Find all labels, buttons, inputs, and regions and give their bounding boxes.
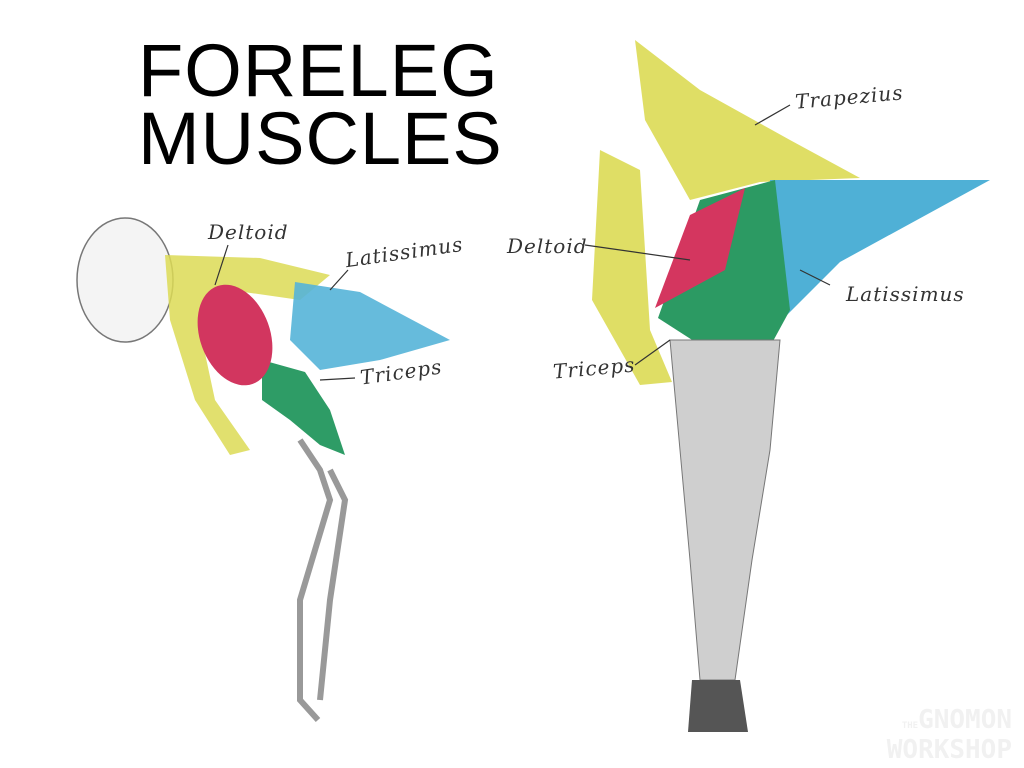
- title-line-1: FORELEG: [138, 29, 499, 112]
- human-deltoid-label: Deltoid: [208, 220, 289, 244]
- human-latissimus: [290, 282, 450, 370]
- human-leader-lines: [214, 244, 356, 381]
- human-skull: [76, 217, 174, 343]
- horse-trapezius: [635, 40, 860, 200]
- title-line-2: MUSCLES: [138, 97, 503, 180]
- human-arm-bones: [297, 438, 349, 723]
- horse-latissimus-label: Latissimus: [846, 282, 965, 306]
- horse-leg: [669, 339, 781, 681]
- horse-trapezius-lower: [592, 150, 672, 385]
- horse-deltoid: [655, 188, 745, 308]
- human-triceps: [262, 360, 345, 455]
- horse-hoof: [688, 680, 748, 732]
- gnomon-workshop-logo: THEGNOMON WORKSHOP: [886, 705, 1012, 765]
- horse-figure: [584, 40, 990, 732]
- horse-leader-lines: [584, 104, 831, 366]
- human-deltoid: [197, 284, 273, 386]
- horse-latissimus: [770, 180, 990, 320]
- human-figure: [76, 217, 450, 723]
- horse-deltoid-label: Deltoid: [507, 234, 588, 258]
